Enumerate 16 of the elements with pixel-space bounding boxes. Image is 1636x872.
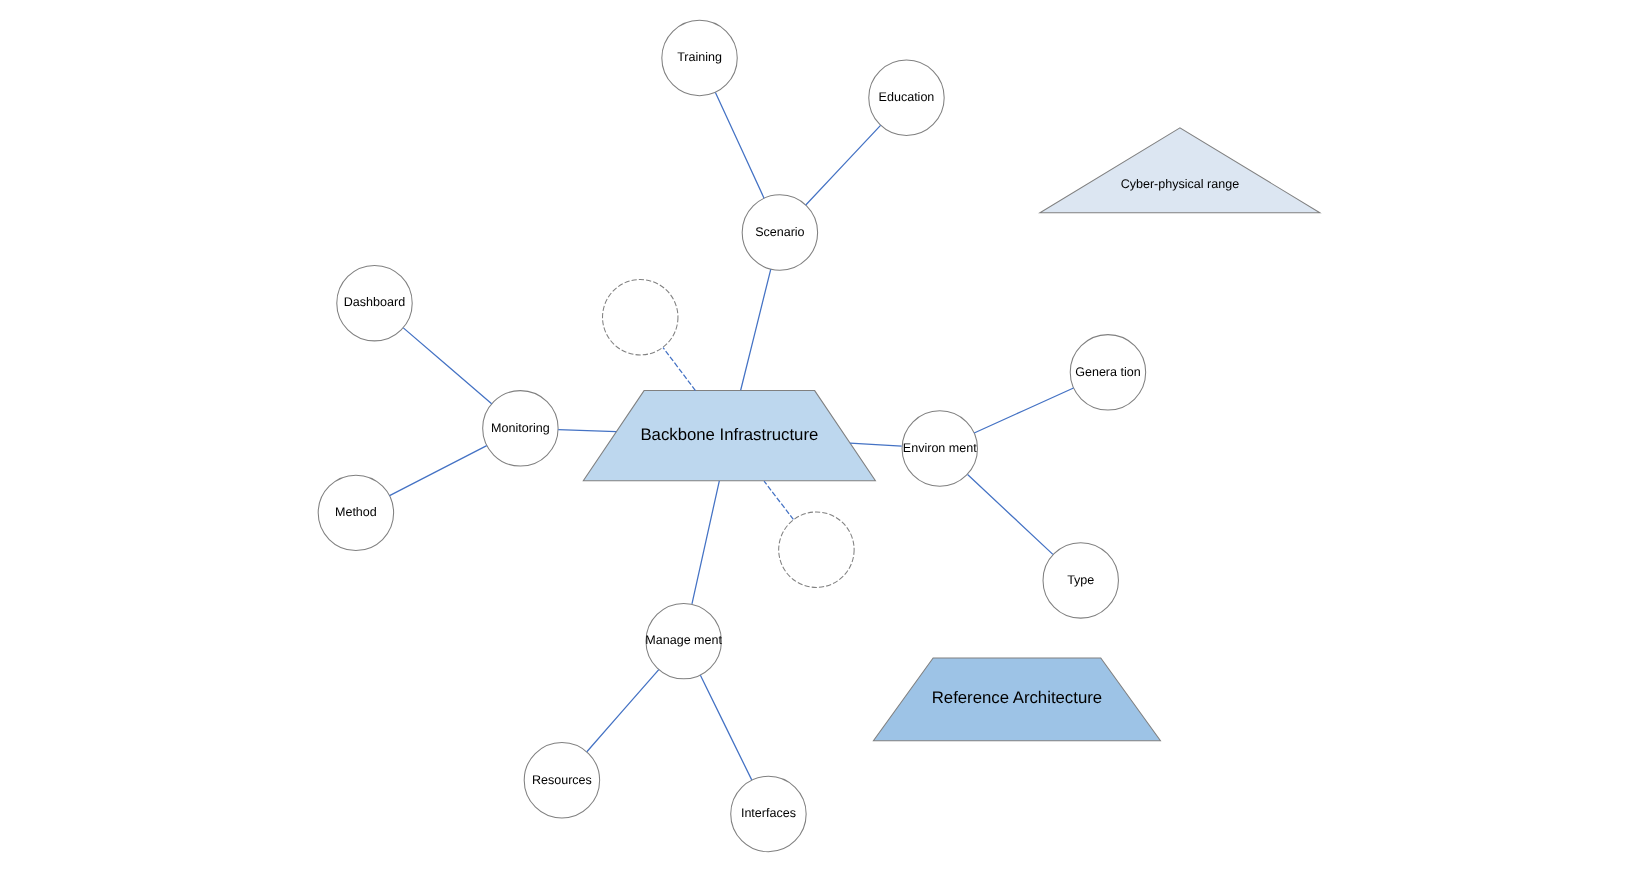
connector bbox=[848, 442, 902, 447]
connector bbox=[965, 473, 1053, 555]
connector bbox=[387, 445, 487, 497]
connector bbox=[661, 346, 696, 392]
connector bbox=[739, 268, 771, 391]
connector bbox=[690, 480, 719, 605]
connector bbox=[698, 674, 752, 781]
connector bbox=[556, 429, 616, 433]
node-circle bbox=[601, 279, 678, 356]
connector bbox=[585, 668, 659, 753]
node-circle bbox=[777, 511, 854, 588]
connector bbox=[804, 124, 881, 206]
connector bbox=[972, 387, 1074, 434]
connector bbox=[713, 91, 764, 199]
connector bbox=[401, 327, 492, 405]
connector bbox=[762, 480, 793, 521]
